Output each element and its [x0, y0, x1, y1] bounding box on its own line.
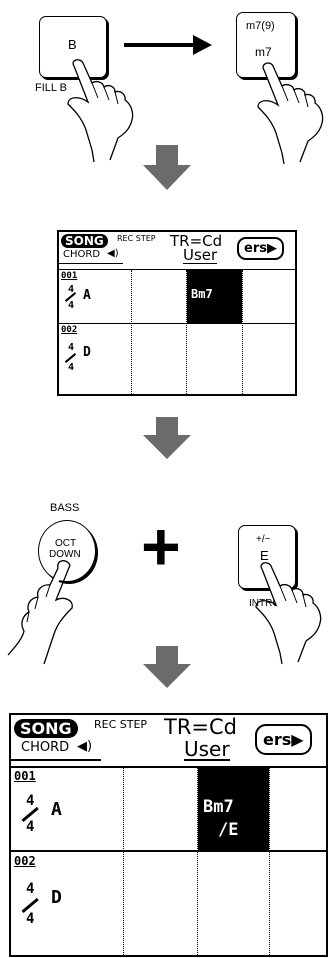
m7-label: m7 — [255, 45, 272, 59]
e-label: E — [260, 548, 269, 563]
beat-line-5 — [197, 767, 198, 955]
song-badge-2: SONG — [14, 719, 78, 738]
beat-line-4 — [123, 767, 124, 955]
time-sig-top-4: 4 — [26, 881, 35, 897]
down-arrow-icon — [143, 145, 191, 190]
beat-line — [131, 270, 132, 394]
time-sig-top-2: 4 — [68, 342, 75, 353]
rec-step-label: REC STEP — [117, 234, 156, 243]
song-badge: SONG — [61, 234, 108, 248]
down-arrow-icon-3 — [143, 646, 191, 688]
ers-button-2[interactable]: ers▶ — [255, 724, 312, 755]
chord-cell[interactable]: A — [83, 288, 91, 303]
down-arrow-icon-2 — [143, 417, 191, 459]
row-divider-3 — [11, 766, 326, 768]
chord-label: CHORD — [63, 249, 101, 260]
chord-cell-4[interactable]: D — [51, 887, 62, 908]
row-divider-2 — [59, 323, 295, 324]
header-underline — [59, 263, 123, 264]
beat-line-6 — [269, 767, 270, 955]
speaker-icon-2: ◀) — [77, 739, 93, 754]
lcd-display-large: SONG REC STEP TR=Cd CHORD ◀) User ers▶ 0… — [9, 713, 328, 957]
time-sig-top-3: 4 — [26, 793, 35, 809]
speaker-icon: ◀) — [107, 248, 119, 259]
measure-number-2: 002 — [61, 325, 78, 335]
chord-cell-highlighted[interactable]: Bm7 — [187, 270, 242, 323]
highlighted-bass-label: /E — [218, 820, 239, 840]
highlighted-chord-label: Bm7 — [191, 287, 213, 301]
beat-line-2 — [186, 270, 187, 394]
fill-b-key-label: B — [68, 37, 77, 52]
intro-caption: INTRO — [249, 598, 281, 609]
header-underline-2 — [11, 759, 101, 761]
lcd-display-small: SONG REC STEP TR=Cd CHORD ◀) User ers▶ 0… — [57, 230, 297, 396]
time-sig-bottom-4: 4 — [26, 911, 35, 927]
rec-step-label-2: REC STEP — [94, 718, 148, 731]
user-label: User — [183, 246, 218, 264]
ers-button[interactable]: ers▶ — [237, 237, 284, 260]
time-sig-bottom-3: 4 — [26, 819, 35, 835]
measure-number: 001 — [61, 271, 78, 281]
chord-cell-3[interactable]: A — [51, 799, 62, 820]
right-arrow-icon — [124, 35, 212, 55]
plus-minus-label: +/− — [256, 534, 271, 545]
bass-label: BASS — [50, 502, 80, 514]
pressing-hand-icon-2 — [257, 62, 324, 165]
highlighted-chord-label-2: Bm7 — [203, 797, 234, 817]
down-label: DOWN — [49, 549, 81, 560]
track-label-2: TR=Cd — [164, 715, 238, 739]
chord-cell-highlighted-2[interactable]: Bm7 /E — [198, 767, 269, 850]
chord-cell-2[interactable]: D — [83, 345, 91, 360]
pressing-hand-icon-4 — [255, 562, 322, 665]
pressing-hand-icon-3 — [7, 560, 73, 665]
row-divider-4 — [11, 850, 326, 852]
pressing-hand-icon — [67, 59, 134, 163]
beat-line-3 — [242, 270, 243, 394]
track-label: TR=Cd — [170, 232, 223, 250]
oct-down-button[interactable]: OCT DOWN — [38, 520, 96, 582]
time-sig-bottom-2: 4 — [68, 362, 75, 373]
time-sig-top: 4 — [68, 284, 75, 295]
user-label-2: User — [184, 737, 230, 761]
fill-b-key[interactable]: B — [39, 16, 107, 78]
m7-9-label: m7(9) — [246, 20, 275, 32]
chord-label-2: CHORD — [21, 740, 70, 755]
row-divider — [59, 269, 295, 270]
oct-label: OCT — [55, 538, 77, 549]
measure-number-4: 002 — [14, 854, 36, 868]
measure-number-3: 001 — [14, 769, 36, 783]
fill-b-caption: FILL B — [35, 82, 67, 94]
plus-symbol: + — [141, 509, 181, 585]
time-sig-bottom: 4 — [68, 300, 75, 311]
